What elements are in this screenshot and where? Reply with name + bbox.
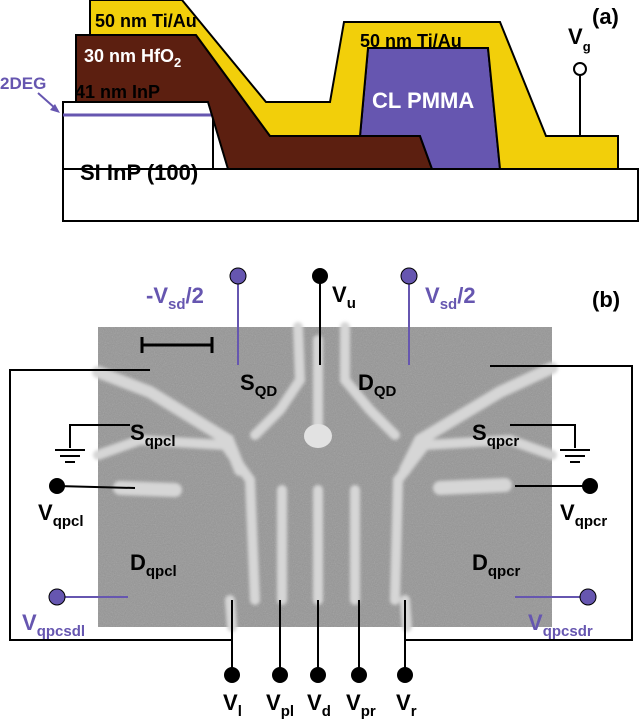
tiau-layer xyxy=(89,0,619,170)
wire-vqpcl xyxy=(56,485,136,489)
terminal-vl xyxy=(224,667,240,683)
terminal-vqpcr xyxy=(582,478,598,494)
label-vu: Vu xyxy=(332,282,356,312)
ground-left-icon xyxy=(55,424,130,463)
ground-right-icon xyxy=(510,424,590,463)
terminal-vqpcsdl xyxy=(48,588,66,606)
gate-qpcr-finger xyxy=(433,478,512,495)
wire-right-loop xyxy=(405,365,633,641)
gate-vu-tip xyxy=(304,424,332,448)
label-vl: Vl xyxy=(223,690,242,720)
terminal-vu xyxy=(312,268,328,284)
panel-a-cross-section: 50 nm Ti/Au 50 nm Ti/Au 30 nm HfO2 41 nm… xyxy=(0,0,639,222)
terminal-vsd-neg xyxy=(229,267,247,285)
label-vpl: Vpl xyxy=(266,690,294,720)
panel-b-device: (b) -Vsd/2 Vu Vsd/2 SQD DQD Sqpcl Sqpcr … xyxy=(9,267,633,720)
hfo2-label: 30 nm HfO2 xyxy=(84,46,181,70)
substrate-layer xyxy=(62,168,639,222)
inp-label: 41 nm InP xyxy=(75,82,160,102)
label-dqpcl: Dqpcl xyxy=(130,550,177,580)
label-vr: Vr xyxy=(396,690,417,720)
vg-label: Vg xyxy=(568,24,591,54)
panel-b-tag: (b) xyxy=(592,287,620,312)
wire-left-loop xyxy=(9,369,232,641)
label-dqpcr: Dqpcr xyxy=(472,550,521,580)
panel-a-tag: (a) xyxy=(592,4,619,29)
label-vqpcsdr: Vqpcsdr xyxy=(528,610,593,640)
terminal-vsd-pos xyxy=(400,267,418,285)
label-vpr: Vpr xyxy=(346,690,376,720)
twodeg-arrow xyxy=(37,92,57,110)
terminal-vpl xyxy=(272,667,288,683)
gate-right-lower xyxy=(390,434,557,605)
label-vsd-neg: -Vsd/2 xyxy=(146,283,204,313)
bottom-terminals xyxy=(231,600,406,673)
inp-layer xyxy=(62,101,214,170)
gate-left-lower xyxy=(93,434,260,605)
terminal-vqpcl xyxy=(49,478,65,494)
label-sqpcl: Sqpcl xyxy=(130,420,176,450)
vg-terminal xyxy=(573,62,587,76)
label-vsd-pos: Vsd/2 xyxy=(425,283,476,313)
twodeg-label: 2DEG xyxy=(0,74,46,93)
label-vd: Vd xyxy=(307,690,331,720)
tiau-right-label: 50 nm Ti/Au xyxy=(360,31,462,51)
label-vqpcsdl: Vqpcsdl xyxy=(22,610,85,640)
terminal-vqpcsdr xyxy=(579,588,597,606)
terminal-vd xyxy=(310,667,326,683)
substrate-label: SI InP (100) xyxy=(80,160,198,185)
pmma-label: CL PMMA xyxy=(372,88,474,113)
tiau-left-label: 50 nm Ti/Au xyxy=(95,11,197,31)
label-sqpcr: Sqpcr xyxy=(472,420,519,450)
twodeg-arrowhead xyxy=(50,104,60,113)
gate-right-top xyxy=(340,322,400,440)
terminal-vpr xyxy=(351,667,367,683)
gate-left-top xyxy=(250,322,306,440)
sem-image xyxy=(98,327,552,627)
label-dqd: DQD xyxy=(358,370,397,400)
scale-bar xyxy=(140,337,214,353)
label-sqd: SQD xyxy=(240,370,277,400)
terminal-vr xyxy=(397,667,413,683)
label-vqpcr: Vqpcr xyxy=(560,500,607,530)
label-vqpcl: Vqpcl xyxy=(38,500,84,530)
